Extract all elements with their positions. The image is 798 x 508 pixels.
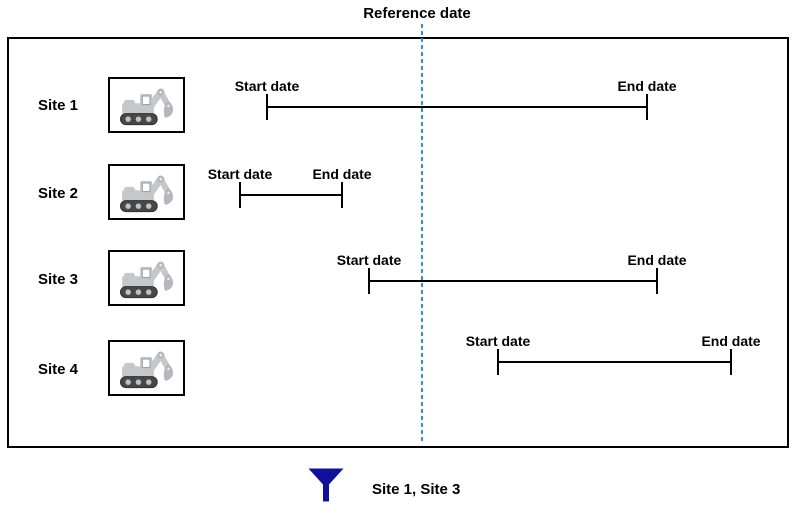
filter-selection-label: Site 1, Site 3 — [372, 481, 461, 498]
site-label: Site 2 — [38, 185, 79, 202]
excavator-icon — [119, 261, 173, 299]
interval-start-cap — [368, 268, 370, 294]
excavator-icon — [119, 351, 173, 389]
funnel-icon[interactable] — [308, 468, 344, 502]
reference-date-label: Reference date — [363, 5, 471, 22]
end-date-label: End date — [617, 78, 677, 94]
interval-end-cap — [730, 349, 732, 375]
interval-line — [498, 361, 731, 363]
site-label: Site 4 — [38, 361, 79, 378]
start-date-label: Start date — [207, 166, 273, 182]
site-label: Site 3 — [38, 271, 79, 288]
excavator-icon — [119, 175, 173, 213]
end-date-label: End date — [701, 333, 761, 349]
site-label: Site 1 — [38, 97, 79, 114]
end-date-label: End date — [627, 252, 687, 268]
excavator-icon-box — [108, 340, 185, 396]
funnel-shape — [308, 468, 344, 502]
excavator-icon-box — [108, 77, 185, 133]
diagram-frame — [7, 37, 789, 448]
interval-end-cap — [646, 94, 648, 120]
interval-line — [369, 280, 657, 282]
interval-end-cap — [656, 268, 658, 294]
interval-line — [267, 106, 647, 108]
interval-start-cap — [239, 182, 241, 208]
interval-end-cap — [341, 182, 343, 208]
reference-date-line — [421, 24, 423, 443]
interval-start-cap — [497, 349, 499, 375]
end-date-label: End date — [312, 166, 372, 182]
excavator-icon-box — [108, 250, 185, 306]
interval-line — [240, 194, 342, 196]
excavator-icon — [119, 88, 173, 126]
start-date-label: Start date — [465, 333, 531, 349]
interval-start-cap — [266, 94, 268, 120]
start-date-label: Start date — [336, 252, 402, 268]
excavator-icon-box — [108, 164, 185, 220]
start-date-label: Start date — [234, 78, 300, 94]
